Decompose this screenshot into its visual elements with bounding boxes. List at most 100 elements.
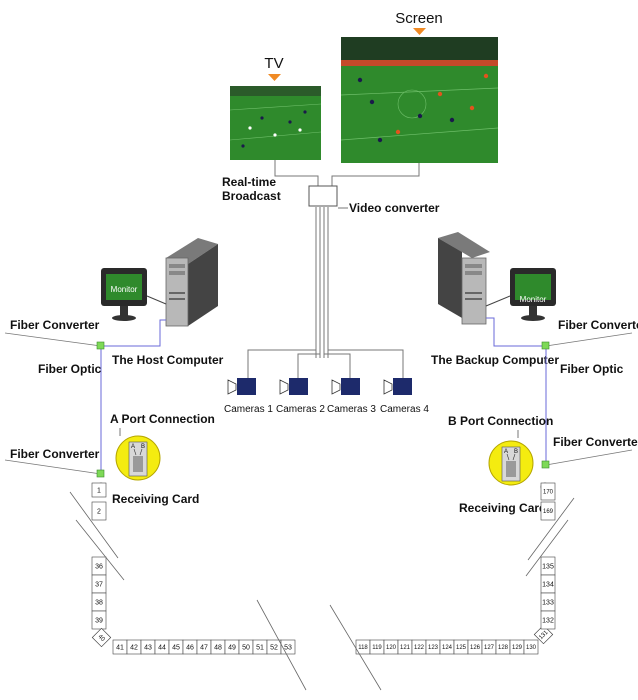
svg-text:47: 47 <box>200 644 208 651</box>
svg-text:118: 118 <box>358 645 368 651</box>
panel-cell: 38 <box>91 592 107 612</box>
svg-text:135: 135 <box>542 563 554 570</box>
panel-cell: 169 <box>540 501 556 521</box>
panel-cell: 52 <box>266 639 282 655</box>
backup-computer-label: The Backup Computer <box>431 353 559 367</box>
panel-cell: 129 <box>509 639 525 655</box>
port-a-tag: A <box>131 444 135 450</box>
panel-cell: 170 <box>540 482 556 501</box>
panel-cell: 53 <box>280 639 296 655</box>
right-pointer-line <box>545 332 633 347</box>
svg-text:41: 41 <box>116 644 124 651</box>
svg-text:120: 120 <box>386 645 397 651</box>
svg-text:129: 129 <box>512 645 523 651</box>
panel-cell: 40 <box>91 627 112 648</box>
panel-cell: 42 <box>126 639 142 655</box>
svg-text:49: 49 <box>228 644 236 651</box>
svg-text:134: 134 <box>542 581 554 588</box>
camera-label: Cameras 2 <box>276 404 325 415</box>
screen-arrow-icon <box>413 28 426 35</box>
svg-text:170: 170 <box>543 490 554 496</box>
panel-cell: 47 <box>196 639 212 655</box>
panel-cell: 45 <box>168 639 184 655</box>
left-fiber-converter-bottom-node <box>96 469 105 478</box>
tv-label: TV <box>264 55 283 72</box>
svg-text:128: 128 <box>498 645 509 651</box>
right-receiving-card-label: Receiving Card <box>459 501 546 515</box>
screen-label: Screen <box>395 10 443 27</box>
panel-cell: 43 <box>140 639 156 655</box>
right-fiber-converter-bottom-label: Fiber Converter <box>553 435 638 449</box>
panel-cell: 39 <box>91 610 107 630</box>
svg-text:125: 125 <box>456 645 467 651</box>
panel-cell: 44 <box>154 639 170 655</box>
panel-cell: 1 <box>91 482 107 498</box>
left-fiber-converter-top-label: Fiber Converter <box>10 318 100 332</box>
right-fiber-optic-label: Fiber Optic <box>560 362 624 376</box>
broadcast-lines <box>247 160 420 378</box>
panel-cell: 120 <box>383 639 399 655</box>
svg-text:38: 38 <box>95 599 103 606</box>
left-pointer-line <box>4 332 102 347</box>
right-fiber-converter-top-label: Fiber Converter <box>558 318 638 332</box>
panel-cell: 51 <box>252 639 268 655</box>
right-pointer-line <box>545 449 633 466</box>
camera-icon <box>383 379 393 395</box>
svg-text:52: 52 <box>270 644 278 651</box>
right-fiber-line <box>486 317 547 465</box>
left-fiber-converter-top-node <box>96 341 105 350</box>
svg-text:126: 126 <box>470 645 481 651</box>
svg-text:130: 130 <box>526 645 537 651</box>
left-pointer-line <box>4 459 102 475</box>
camera-icon <box>227 379 237 395</box>
camera-label: Cameras 4 <box>380 404 429 415</box>
right-monitor-label: Monitor <box>520 295 547 304</box>
svg-text:131: 131 <box>538 629 550 641</box>
panel-cell: 36 <box>91 556 107 576</box>
panel-cell: 130 <box>523 639 539 655</box>
svg-text:127: 127 <box>484 645 495 651</box>
svg-text:2: 2 <box>97 508 101 515</box>
panel-cell: 127 <box>481 639 497 655</box>
right-monitor: Monitor <box>510 268 556 321</box>
panel-cell: 49 <box>224 639 240 655</box>
svg-text:40: 40 <box>97 634 106 643</box>
svg-text:132: 132 <box>542 617 554 624</box>
svg-text:48: 48 <box>214 644 222 651</box>
svg-text:123: 123 <box>428 645 439 651</box>
a-port-connection-label: A Port Connection <box>110 412 215 426</box>
panel-cell: 37 <box>91 574 107 594</box>
panel-cell: 123 <box>425 639 441 655</box>
camera-2: Cameras 2 <box>276 378 325 415</box>
video-converter-label: Video converter <box>349 201 440 215</box>
panel-cell: 135 <box>540 556 556 576</box>
screen-image <box>340 37 499 163</box>
svg-text:124: 124 <box>442 645 453 651</box>
panel-cell: 128 <box>495 639 511 655</box>
camera-icon <box>279 379 289 395</box>
left-monitor-label: Monitor <box>111 285 138 294</box>
b-port-card-zoom: A B <box>488 440 534 486</box>
svg-text:37: 37 <box>95 581 103 588</box>
video-converter-box <box>308 185 338 207</box>
svg-text:42: 42 <box>130 644 138 651</box>
port-a-tag: A <box>504 449 508 455</box>
svg-text:169: 169 <box>543 509 554 515</box>
tv-image <box>229 86 322 160</box>
panel-cell: 125 <box>453 639 469 655</box>
camera-3: Cameras 3 <box>327 378 376 415</box>
break-marks <box>69 491 575 691</box>
svg-text:36: 36 <box>95 563 103 570</box>
svg-text:39: 39 <box>95 617 103 624</box>
panel-cell: 2 <box>91 501 107 521</box>
a-port-card-zoom: A B <box>115 435 161 481</box>
port-b-tag: B <box>141 444 145 450</box>
camera-icon <box>331 379 341 395</box>
panel-cell: 122 <box>411 639 427 655</box>
panel-cell: 124 <box>439 639 455 655</box>
right-fiber-converter-top-node <box>541 341 550 350</box>
host-computer-label: The Host Computer <box>112 353 224 367</box>
left-fiber-optic-label: Fiber Optic <box>38 362 102 376</box>
broadcast-label-line1: Real-time <box>222 175 276 189</box>
